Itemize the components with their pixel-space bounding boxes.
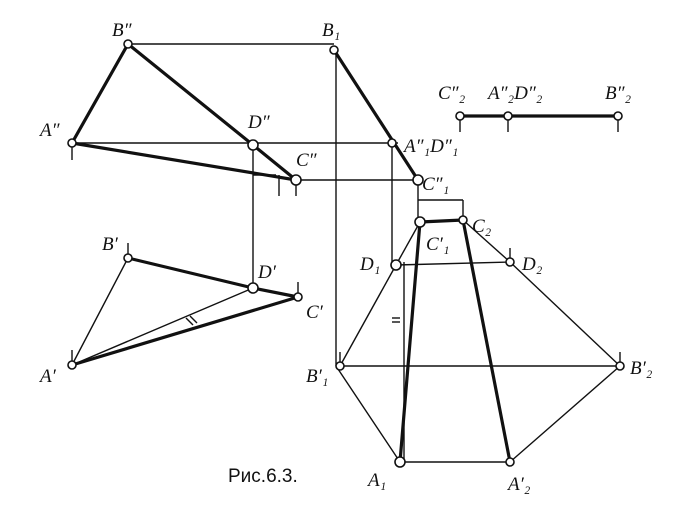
edge-Bpp-Dpp (126, 42, 255, 147)
construction-lines (71, 43, 622, 463)
label-A-pp: A″ (38, 120, 61, 141)
point-C2pp (455, 111, 465, 121)
edge-A2-C2 (461, 218, 512, 464)
line-A2-to-B2p (509, 365, 621, 463)
equal-tick-2 (189, 315, 198, 324)
point-C2 (458, 215, 468, 225)
label-C-p: C′ (306, 302, 324, 323)
point-A-p (67, 360, 77, 370)
edge-App-Cpp (70, 141, 298, 182)
point-D1 (390, 259, 402, 271)
label-A2pp-D2pp: A″₂D″₂ (486, 83, 543, 104)
label-C2pp: C″₂ (438, 83, 466, 104)
point-A2pp-D2pp (503, 111, 513, 121)
line-C2-to-D2 (462, 219, 511, 263)
edge-Dpp-Cpp (251, 143, 298, 182)
edge-Ap-Cp (70, 295, 300, 367)
point-D-p (247, 282, 259, 294)
label-D-p: D′ (257, 262, 277, 283)
label-D2: D₂ (521, 254, 543, 275)
label-B2pp: B″₂ (605, 83, 632, 104)
label-D1: D₁ (359, 254, 380, 275)
point-C-p (293, 292, 303, 302)
point-B2p (615, 361, 625, 371)
label-B2p: B′₂ (630, 358, 653, 379)
point-B1p (335, 361, 345, 371)
label-C1p: C′₁ (426, 234, 449, 255)
label-C2: C₂ (472, 216, 492, 237)
object-lines (70, 42, 620, 464)
label-D-pp: D″ (247, 112, 271, 133)
point-A-pp (67, 138, 77, 148)
label-A-p: A′ (38, 366, 57, 387)
edge-Bp-Dp (126, 256, 255, 290)
edge-App-Bpp (70, 42, 130, 145)
edge-Dp-Cp (251, 286, 300, 299)
edge-A1-C1p (398, 220, 422, 464)
line-C1p-to-D1 (395, 221, 421, 266)
figure-caption: Рис.6.3. (228, 466, 298, 487)
point-B-pp (123, 39, 133, 49)
point-D-pp (247, 139, 259, 151)
line-D1-to-D2 (395, 261, 511, 266)
point-C1pp (412, 174, 424, 186)
point-A1pp-D1pp (387, 138, 397, 148)
line-Ap-to-Dp (71, 287, 254, 366)
line-B1p-to-D1 (339, 264, 397, 367)
label-A1: A₁ (366, 470, 386, 491)
label-A2p: A′₂ (506, 474, 531, 495)
point-D2 (505, 257, 515, 267)
label-B1p: B′₁ (306, 366, 328, 387)
edge-C1p-C2 (418, 218, 465, 224)
points (67, 39, 625, 468)
line-Bp-to-Ap (71, 257, 129, 366)
label-B-p: B′ (102, 234, 119, 255)
label-C1pp: C″₁ (422, 174, 449, 195)
label-C-pp: C″ (296, 150, 318, 171)
label-B-pp: B″ (112, 20, 133, 41)
label-A1pp-D1pp: A″₁D″₁ (402, 136, 458, 157)
point-A2p (505, 457, 515, 467)
labels: B″ B₁ A″ D″ C″ A″₁D″₁ C″₁ C″₂ A″₂D″₂ B″₂… (38, 20, 653, 495)
point-B-p (123, 253, 133, 263)
label-B1: B₁ (322, 20, 340, 41)
point-A1 (394, 456, 406, 468)
equal-tick-1 (185, 317, 194, 326)
point-C-pp (290, 174, 302, 186)
line-D2-to-B2p (509, 261, 621, 367)
edge-B1-C1pp (332, 48, 420, 182)
point-B2pp (613, 111, 623, 121)
point-C1p (414, 216, 426, 228)
line-A1-to-B2p (335, 365, 401, 463)
point-B1 (329, 45, 339, 55)
